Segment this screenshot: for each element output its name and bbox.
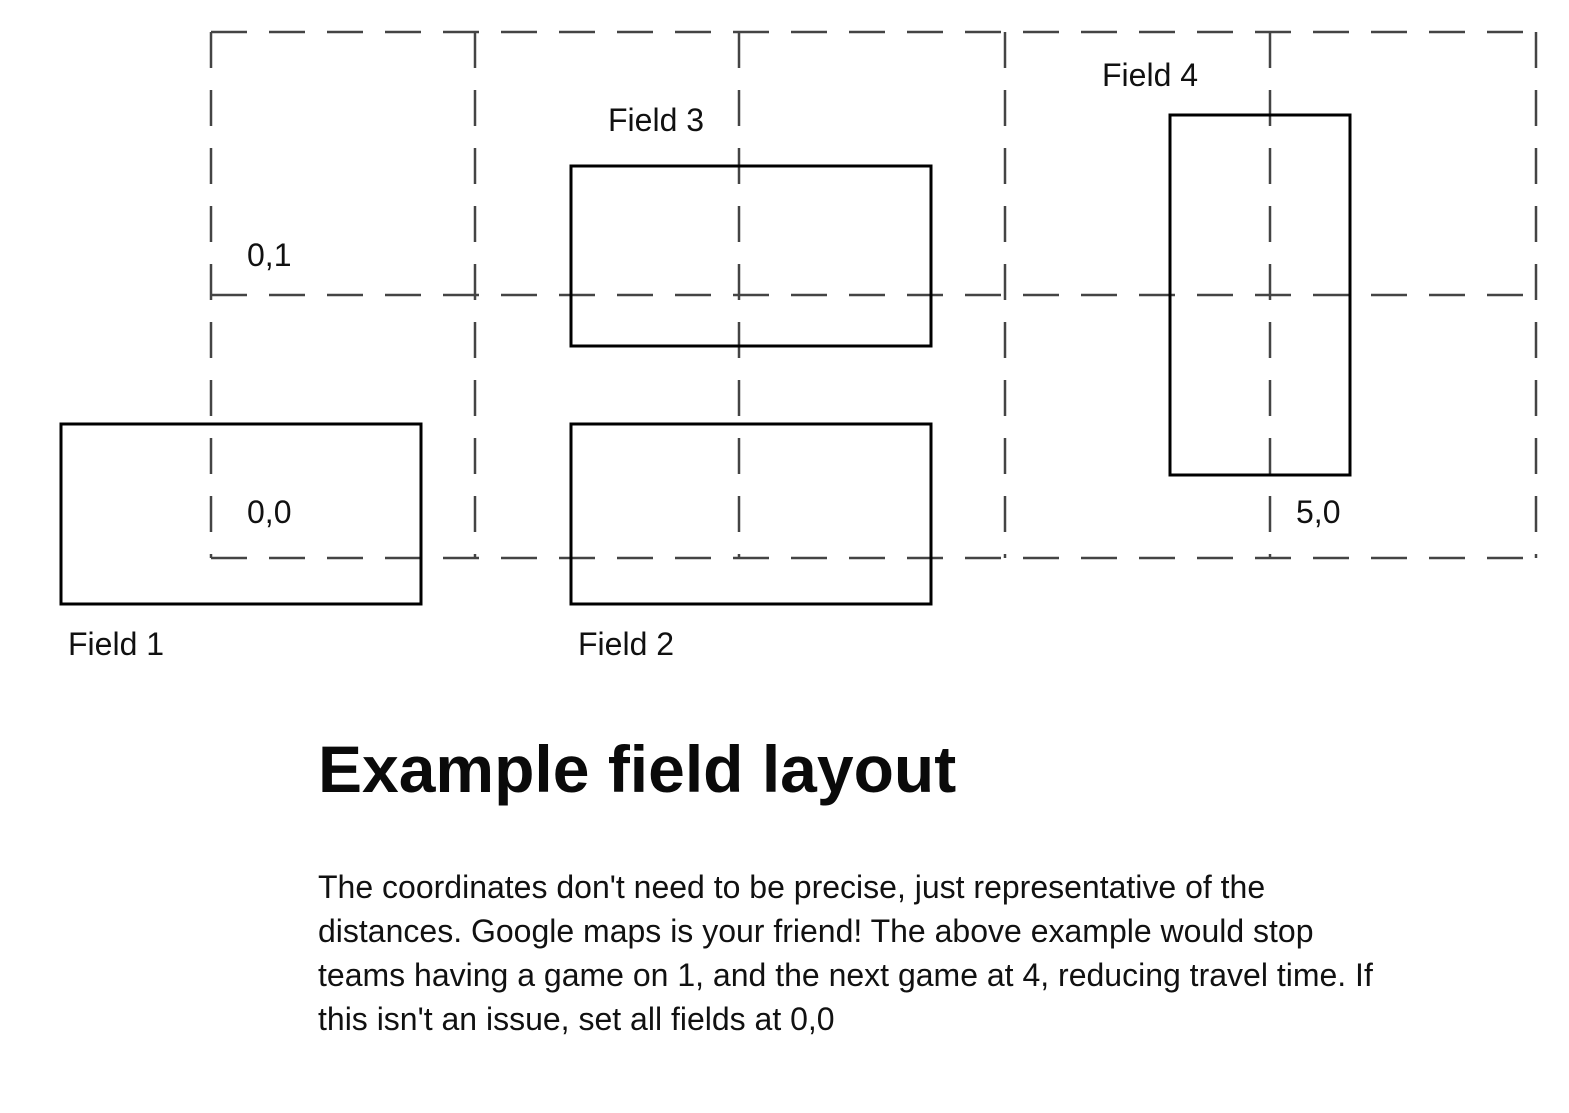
field-layout-diagram: Field 1 Field 2 Field 3 Field 4 0,1 0,0 … bbox=[59, 30, 1538, 662]
description-text: The coordinates don't need to be precise… bbox=[318, 869, 1373, 1038]
caption-section: Example field layout The coordinates don… bbox=[318, 730, 1418, 1041]
coordinate-grid bbox=[209, 30, 1538, 560]
field-2-label: Field 2 bbox=[578, 626, 674, 662]
field-3-label: Field 3 bbox=[608, 102, 704, 138]
coordinate-label-5-0: 5,0 bbox=[1296, 494, 1340, 530]
field-1-rect bbox=[59, 422, 423, 606]
fields bbox=[59, 113, 1352, 606]
field-1-label: Field 1 bbox=[68, 626, 164, 662]
coordinate-label-0-0: 0,0 bbox=[247, 494, 291, 530]
field-3-rect bbox=[569, 164, 933, 348]
coordinate-label-0-1: 0,1 bbox=[247, 237, 291, 273]
field-4-rect bbox=[1168, 113, 1352, 477]
page-title: Example field layout bbox=[318, 732, 957, 806]
field-2-rect bbox=[569, 422, 933, 606]
field-4-label: Field 4 bbox=[1102, 57, 1198, 93]
